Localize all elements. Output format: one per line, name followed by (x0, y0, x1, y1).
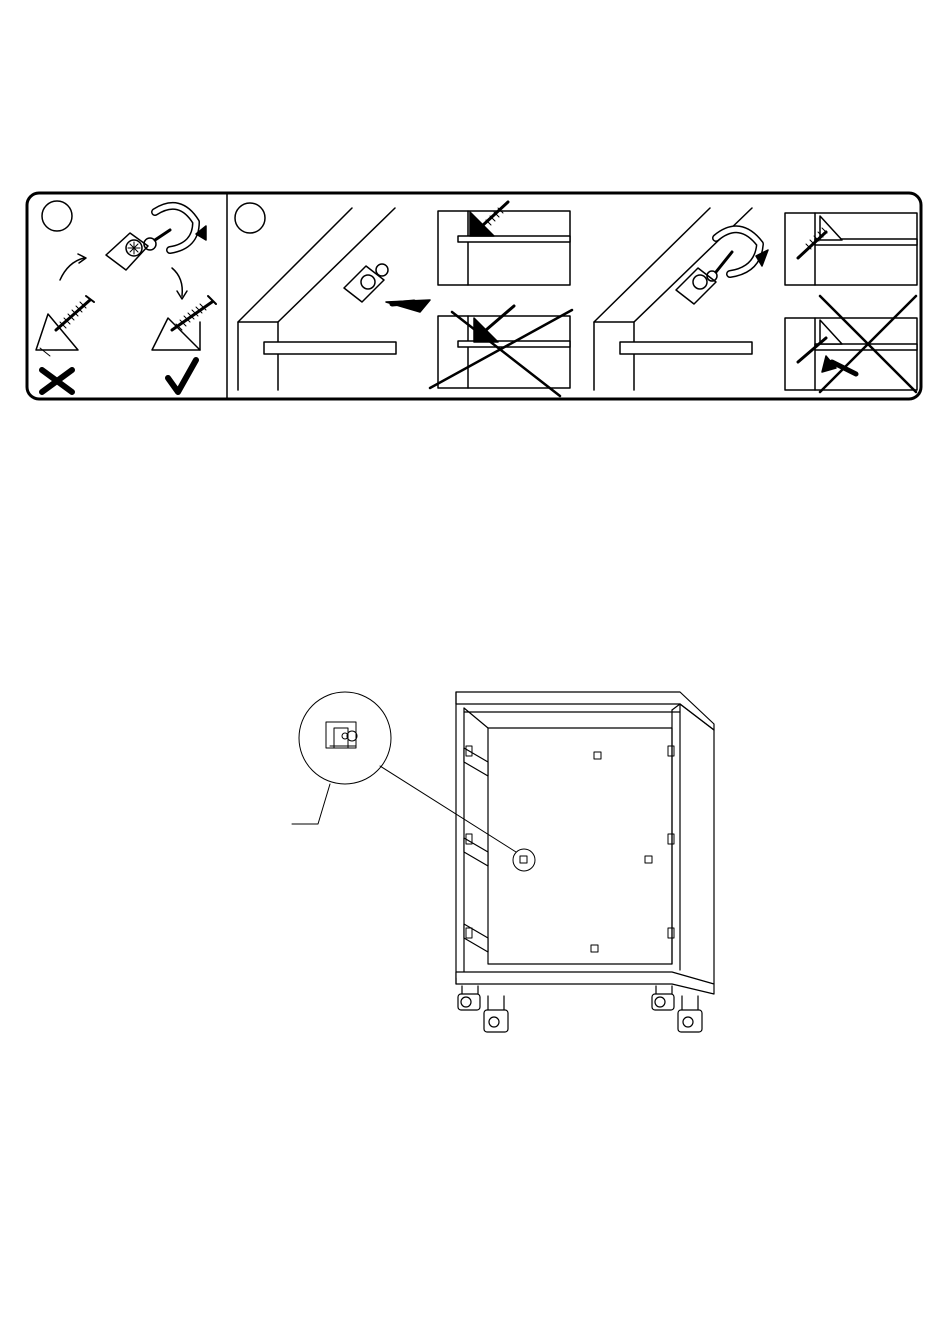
cabinet-back-view (456, 692, 714, 1032)
prohibition-cross (430, 310, 572, 396)
wrong-screw-example (36, 296, 94, 356)
bracket-with-screw-icon (106, 206, 206, 270)
detail-box-top-2 (785, 213, 917, 285)
step-marker-a (42, 201, 72, 231)
magnified-detail-callout (292, 692, 535, 871)
wrong-cross-mark (42, 370, 72, 392)
detail-box-bottom-2 (785, 296, 917, 392)
step-marker-b (235, 203, 265, 233)
detail-box-top (438, 202, 570, 285)
correct-screw-example (152, 296, 216, 350)
correct-check-mark (168, 360, 196, 392)
detail-box-bottom (430, 306, 572, 396)
caster-wheel-icon (458, 986, 702, 1032)
corner-bracket-icon (466, 746, 674, 952)
cabinet-corner-view (238, 208, 430, 390)
bracket-detail-icon (326, 722, 357, 748)
section-b (235, 202, 572, 396)
section-c (594, 208, 917, 392)
section-a (36, 201, 216, 392)
cabinet-corner-view-2 (594, 208, 768, 390)
